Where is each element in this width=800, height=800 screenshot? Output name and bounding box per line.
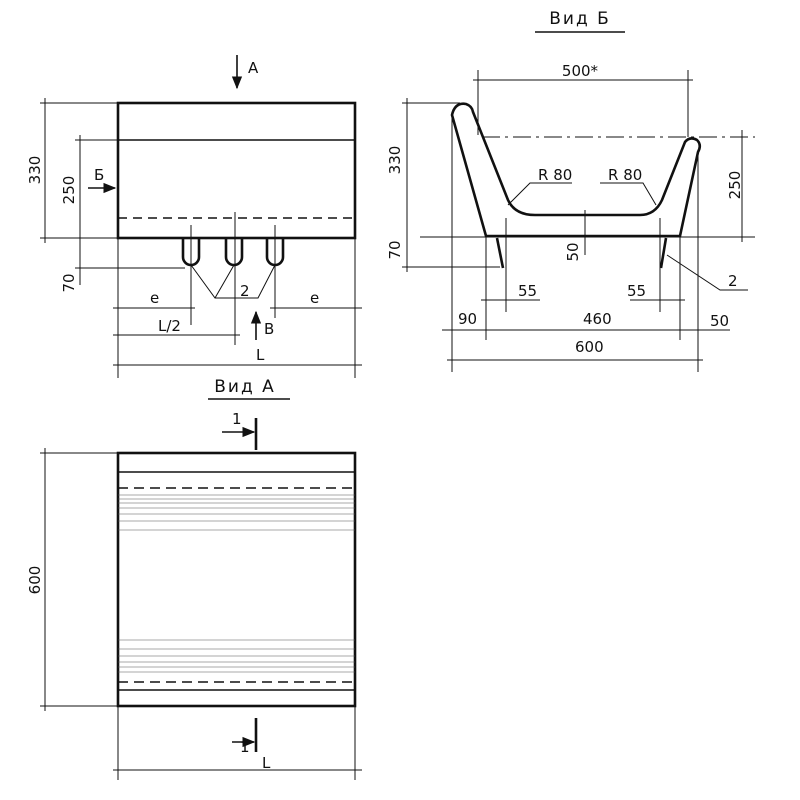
dim-55-left: 55	[518, 282, 537, 300]
dim-250: 250	[60, 176, 78, 205]
dim-70: 70	[60, 273, 78, 292]
view-label-a: A	[248, 59, 259, 77]
callout-label: 2	[240, 282, 250, 300]
rebar-left	[495, 237, 505, 269]
dim-600: 600	[26, 566, 44, 595]
callout-leader	[666, 254, 748, 291]
dim-e-left: e	[150, 289, 159, 307]
slope-hatching-bottom	[118, 639, 355, 673]
dim-460: 460	[583, 310, 612, 328]
front-view: 2 A Б В 330 250 70 e e L/2 L	[26, 55, 362, 378]
dim-330: 330	[26, 156, 44, 185]
rebar-right	[659, 237, 668, 269]
view-a: Вид А 1 1	[26, 377, 362, 780]
view-label-v: В	[264, 320, 274, 338]
dim-250: 250	[726, 171, 744, 200]
trough-profile	[450, 102, 702, 238]
radius-leader-right	[600, 182, 657, 206]
dim-55-right: 55	[627, 282, 646, 300]
block-outline	[116, 101, 357, 240]
dim-600: 600	[575, 338, 604, 356]
slope-hatching-top	[118, 494, 355, 531]
section-label-bottom: 1	[240, 738, 250, 756]
dim-half-length: L/2	[158, 317, 181, 335]
lifting-loops	[181, 225, 285, 325]
plan-outline	[116, 451, 357, 708]
callout-leader	[190, 264, 276, 299]
section-label-top: 1	[232, 410, 242, 428]
view-b: Вид Б 500* 330 70 250 50 R 80 R 80	[386, 9, 755, 372]
dim-e-right: e	[310, 289, 319, 307]
dim-length: L	[256, 346, 265, 364]
view-a-title: Вид А	[214, 377, 276, 397]
dim-90: 90	[458, 310, 477, 328]
dim-50-mid: 50	[564, 242, 582, 261]
callout-label: 2	[728, 272, 738, 290]
dim-330: 330	[386, 146, 404, 175]
view-label-b: Б	[94, 166, 104, 184]
radius-leader-left	[507, 182, 572, 206]
dim-length: L	[262, 754, 271, 772]
radius-left: R 80	[538, 166, 572, 184]
radius-right: R 80	[608, 166, 642, 184]
dim-70: 70	[386, 240, 404, 259]
view-b-title: Вид Б	[549, 9, 611, 29]
lifting-loop	[224, 238, 244, 267]
dim-500: 500*	[562, 62, 599, 80]
dim-50-right: 50	[710, 312, 729, 330]
